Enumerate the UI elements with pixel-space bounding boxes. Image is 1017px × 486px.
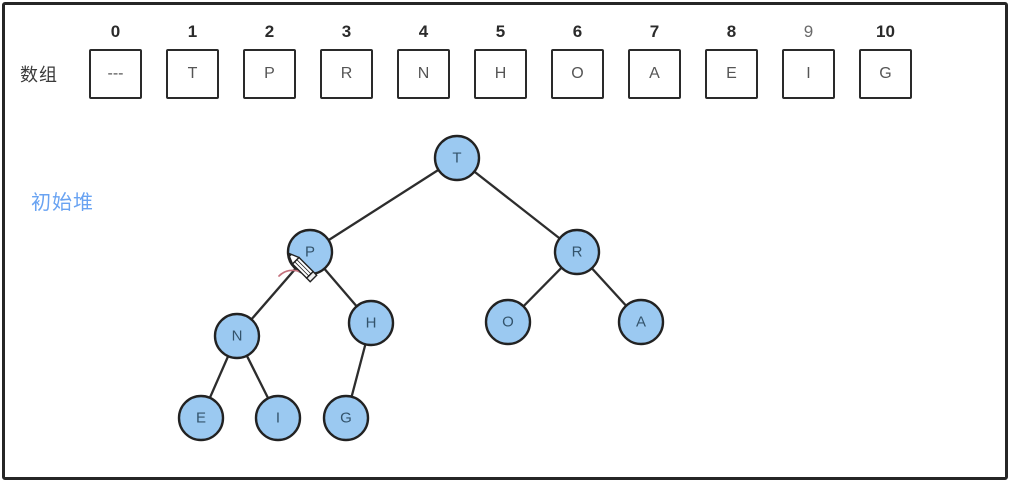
array-cell-0: 0 --- (89, 18, 142, 99)
array-index-label: 0 (110, 22, 121, 41)
array-value-box: H (474, 49, 527, 99)
array-value-box: --- (89, 49, 142, 99)
array-value-box: O (551, 49, 604, 99)
array-value-box: E (705, 49, 758, 99)
array-index-label: 9 (803, 22, 814, 41)
array-value-box: I (782, 49, 835, 99)
array-value-box: T (166, 49, 219, 99)
array-index-label: 2 (264, 22, 275, 41)
array-index-label: 8 (726, 22, 737, 41)
array-index-label: 10 (876, 22, 895, 41)
array-value-box: N (397, 49, 450, 99)
array-index-label: 5 (495, 22, 506, 41)
array-index-label: 7 (649, 22, 660, 41)
array-index-label: 1 (187, 22, 198, 41)
array-value-box: R (320, 49, 373, 99)
heap-label: 初始堆 (31, 192, 94, 214)
array-index-label: 4 (418, 22, 429, 41)
array-value-box: P (243, 49, 296, 99)
array-value-box: G (859, 49, 912, 99)
array-label: 数组 (20, 65, 58, 85)
array-index-label: 3 (341, 22, 352, 41)
array-index-label: 6 (572, 22, 583, 41)
array-value-box: A (628, 49, 681, 99)
